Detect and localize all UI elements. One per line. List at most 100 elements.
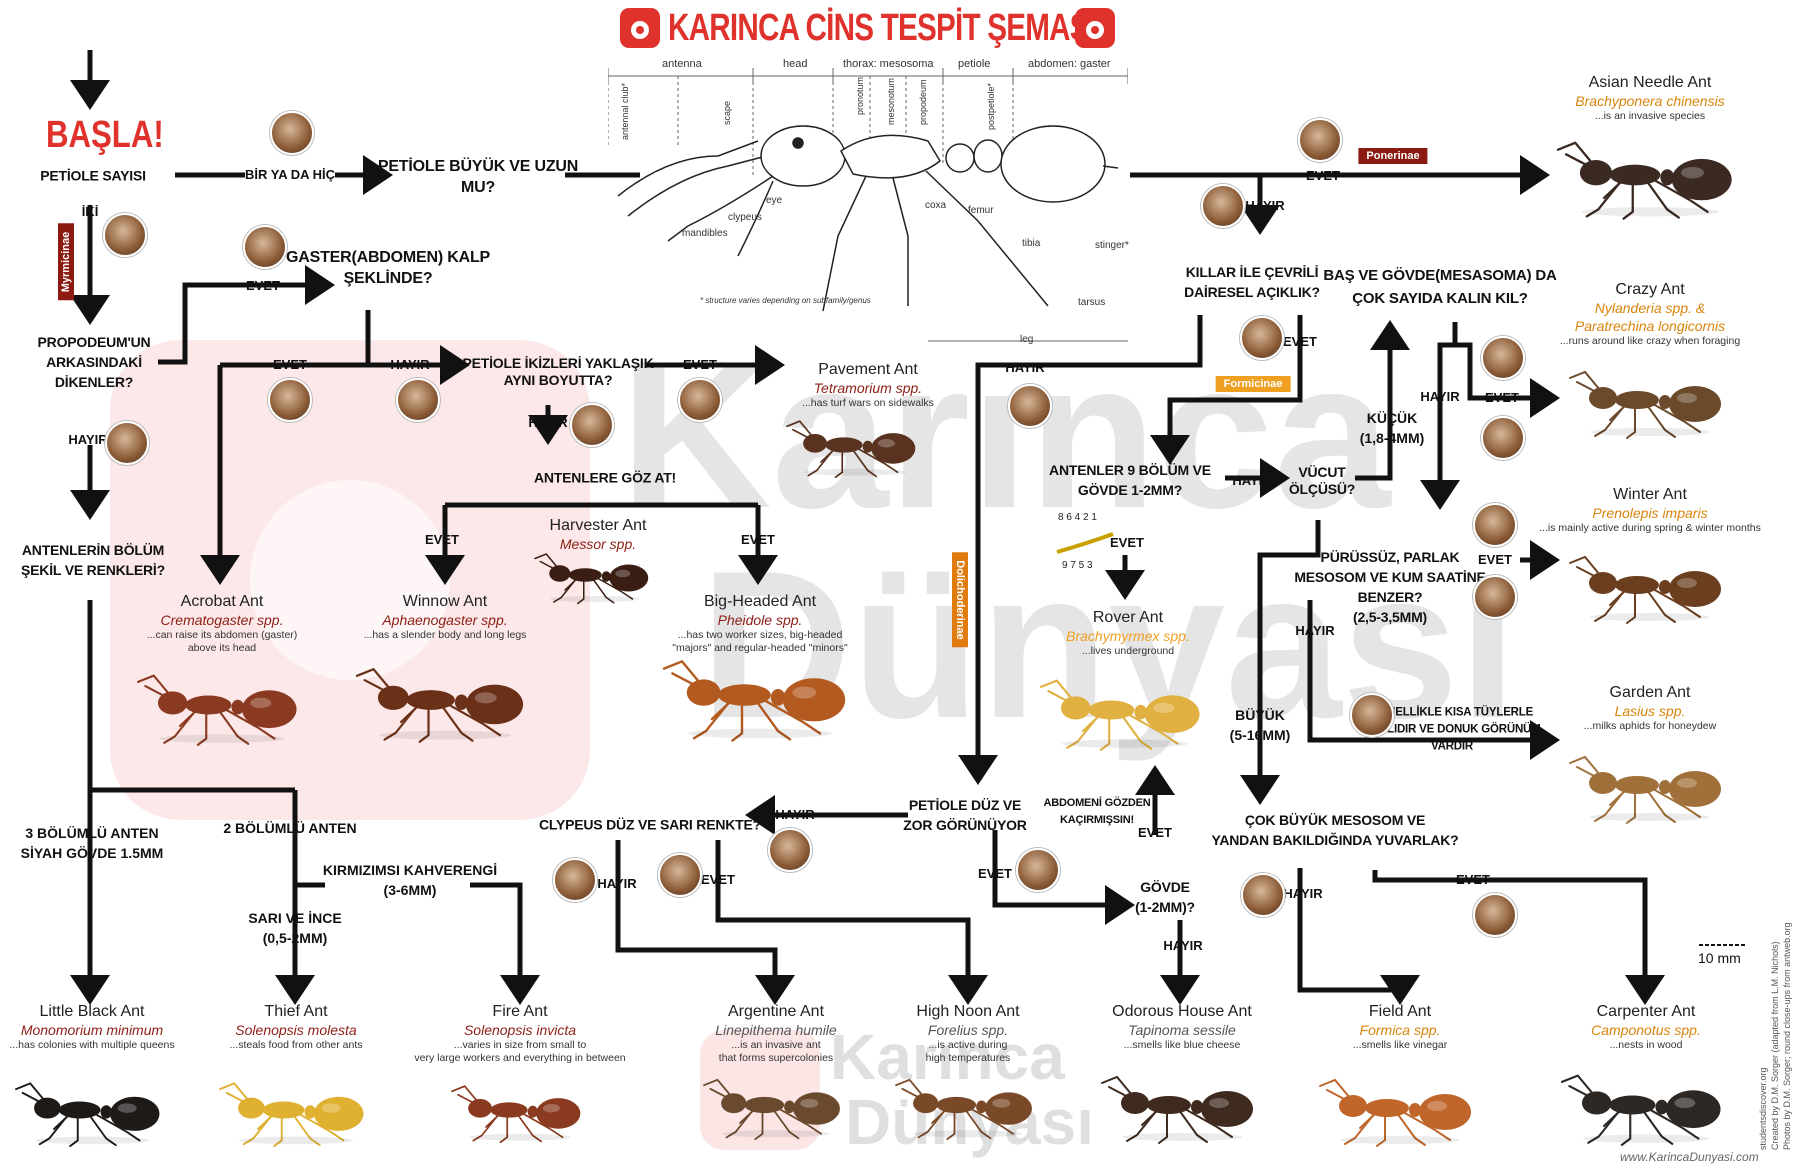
anatomy-section-abdomen: abdomen: gaster	[1028, 58, 1111, 70]
anatomy-footnote: * structure varies depending on subfamil…	[700, 296, 871, 305]
watermark-small-2: Dünyası	[845, 1086, 1094, 1158]
species-note: ...has turf wars on sidewalks	[802, 397, 934, 409]
watermark-logo-inner	[250, 480, 450, 680]
species-common-name: Harvester Ant	[549, 517, 647, 534]
ant-photo-garden	[1569, 755, 1721, 824]
closeup-photo	[553, 858, 597, 902]
anatomy-part-leg: leg	[1020, 334, 1034, 345]
page-title: KARINCA CİNS TESPİT ŞEMASI	[668, 7, 1097, 49]
closeup-photo	[1481, 336, 1525, 380]
subfamily-dolichoderinae: Dolichoderinae	[952, 552, 968, 648]
species-note: ...has colonies with multiple queens	[9, 1039, 175, 1051]
label-hayir: HAYIR	[1283, 886, 1323, 901]
species-common-name: Winter Ant	[1613, 486, 1687, 503]
ant-photo-argentine	[703, 1078, 840, 1141]
label-big-size: BÜYÜK (5-16MM)	[1229, 707, 1291, 743]
watermark-small-logo	[700, 1030, 820, 1150]
species-scientific-name: Tapinoma sessile	[1128, 1022, 1236, 1038]
q-antenna9: ANTENLER 9 BÖLÜM VE GÖVDE 1-2MM?	[1049, 462, 1211, 498]
species-note: ...nests in wood	[1609, 1039, 1683, 1051]
label-hayir: HAYIR	[597, 876, 637, 891]
species-scientific-name: Linepithema humile	[715, 1022, 837, 1038]
q-antenna-segments: ANTENLERİN BÖLÜM ŞEKİL VE RENKLERİ?	[21, 542, 165, 578]
anatomy-part-eye: eye	[766, 195, 783, 206]
label-evet: EVET	[1138, 825, 1172, 840]
species-note: ...is an invasive ant that forms superco…	[718, 1039, 834, 1064]
species-common-name: Winnow Ant	[402, 593, 488, 610]
closeup-photo	[658, 853, 702, 897]
closeup-photo	[270, 111, 314, 155]
label-hayir: HAYIR	[68, 432, 108, 447]
label-evet: EVET	[978, 866, 1012, 881]
label-hayir: HAYIR	[1420, 389, 1460, 404]
anatomy-section-thorax: thorax: mesosoma	[843, 58, 934, 70]
closeup-photo	[1473, 503, 1517, 547]
label-evet: EVET	[1478, 552, 1512, 567]
species-scientific-name: Solenopsis invicta	[463, 1022, 577, 1038]
closeup-photo	[268, 378, 312, 422]
label-hayir: HAYIR	[528, 415, 568, 430]
species-scientific-name: Brachymyrmex spp.	[1066, 628, 1190, 644]
anatomy-part-clypeus: clypeus	[728, 212, 762, 223]
label-hayir: HAYIR	[1005, 360, 1045, 375]
label-evet: EVET	[425, 532, 459, 547]
ant-photo-thief	[219, 1082, 364, 1148]
ant-photo-field	[1319, 1078, 1471, 1147]
anatomy-section-head: head	[783, 58, 808, 70]
species-common-name: Thief Ant	[264, 1003, 328, 1020]
ant-photo-winnow	[355, 667, 524, 743]
anatomy-part-tarsus: tarsus	[1078, 297, 1106, 308]
label-hayir: HAYIR	[1163, 938, 1203, 953]
ant-photo-acrobat	[136, 674, 297, 746]
anatomy-part-scape: scape	[722, 100, 732, 125]
species-note: ...has a slender body and long legs	[363, 629, 527, 641]
antenna-segment-numbers-bottom: 9 7 5 3	[1062, 560, 1093, 571]
ant-photo-carpenter	[1560, 1074, 1721, 1146]
credit-site: www.KarincaDunyasi.com	[1620, 1150, 1759, 1164]
closeup-photo	[1241, 873, 1285, 917]
species-common-name: Rover Ant	[1092, 609, 1164, 626]
species-scientific-name: Tetramorium spp.	[813, 380, 923, 396]
species-scientific-name: Forelius spp.	[927, 1022, 1009, 1038]
species-note: ...milks aphids for honeydew	[1583, 720, 1717, 732]
species-scientific-name: Monomorium minimum	[20, 1022, 164, 1038]
closeup-photo	[678, 378, 722, 422]
title-logo-left	[620, 8, 660, 48]
anatomy-part-tibia: tibia	[1022, 238, 1041, 249]
ant-anatomy-diagram	[608, 68, 1128, 342]
label-hayir: HAYIR	[390, 357, 430, 372]
closeup-photo	[1350, 693, 1394, 737]
label-evet: EVET	[1283, 334, 1317, 349]
species-scientific-name: Formica spp.	[1359, 1022, 1441, 1038]
ant-photo-crazy	[1569, 370, 1721, 439]
q-body12: GÖVDE (1-2MM)?	[1135, 879, 1195, 915]
species-common-name: Carpenter Ant	[1596, 1003, 1696, 1020]
anatomy-part-antennal-club: antennal club*	[620, 82, 630, 140]
species-scientific-name: Pheidole spp.	[717, 612, 803, 628]
label-small-size: KÜÇÜK (1,8-4MM)	[1359, 410, 1425, 446]
label-evet: EVET	[273, 357, 307, 372]
scale-bar-icon	[1699, 944, 1745, 946]
scale-bar-label: 10 mm	[1698, 950, 1741, 966]
species-note: ...smells like blue cheese	[1123, 1039, 1241, 1051]
q-gaster-heart: GASTER(ABDOMEN) KALP ŞEKLİNDE?	[286, 249, 490, 287]
species-note: ...is an invasive species	[1594, 110, 1706, 122]
branch-one-or-none: BİR YA DA HİÇ	[244, 167, 336, 182]
label-three-seg: 3 BÖLÜMLÜ ANTEN SİYAH GÖVDE 1.5MM	[20, 825, 164, 861]
species-common-name: High Noon Ant	[916, 1003, 1020, 1020]
species-note: ...varies in size from small to very lar…	[414, 1039, 626, 1064]
anatomy-part-pronotum: pronotum	[855, 76, 865, 115]
label-evet: EVET	[1456, 872, 1490, 887]
q-body-size: VÜCUT ÖLÇÜSÜ?	[1288, 464, 1356, 497]
anatomy-part-mesonotum: mesonotum	[886, 77, 896, 125]
closeup-photo	[1481, 416, 1525, 460]
label-hayir: HAYIR	[1245, 198, 1285, 213]
closeup-photo	[768, 828, 812, 872]
species-note: ...runs around like crazy when foraging	[1559, 335, 1741, 347]
